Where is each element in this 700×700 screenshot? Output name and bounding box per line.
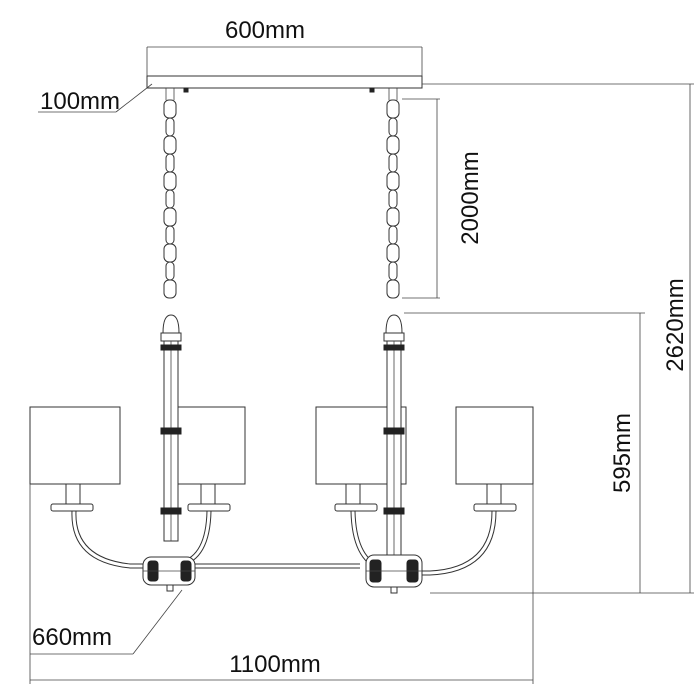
- canopy-depth-label: 100mm: [40, 88, 120, 115]
- stem-right: [383, 314, 405, 557]
- lamp-shades: [29, 406, 534, 485]
- body-depth-dimension: 660mm: [30, 589, 183, 655]
- body-height-label: 595mm: [609, 413, 636, 493]
- chain-left: [163, 88, 177, 299]
- sockets: [50, 483, 517, 512]
- canopy: [146, 75, 423, 93]
- canopy-width-dimension: 600mm: [146, 17, 423, 76]
- shade-4: [455, 406, 534, 485]
- chain-length-dimension: 2000mm: [402, 98, 484, 299]
- body-height-dimension: 595mm: [404, 312, 645, 594]
- chain-length-label: 2000mm: [457, 151, 484, 244]
- hub-left: [142, 556, 196, 592]
- shade-2: [167, 406, 246, 485]
- hub-right: [365, 554, 423, 594]
- chain-right: [386, 88, 400, 299]
- body-depth-label: 660mm: [32, 624, 112, 651]
- total-height-label: 2620mm: [662, 278, 689, 371]
- overall-width-dimension: 1100mm: [29, 484, 534, 684]
- overall-width-label: 1100mm: [229, 651, 321, 678]
- shade-1: [29, 406, 121, 485]
- stem-left: [160, 314, 182, 542]
- canopy-width-label: 600mm: [225, 17, 305, 44]
- arms: [71, 510, 497, 576]
- canopy-depth-dimension: 100mm: [38, 83, 153, 115]
- total-height-dimension: 2620mm: [422, 83, 694, 594]
